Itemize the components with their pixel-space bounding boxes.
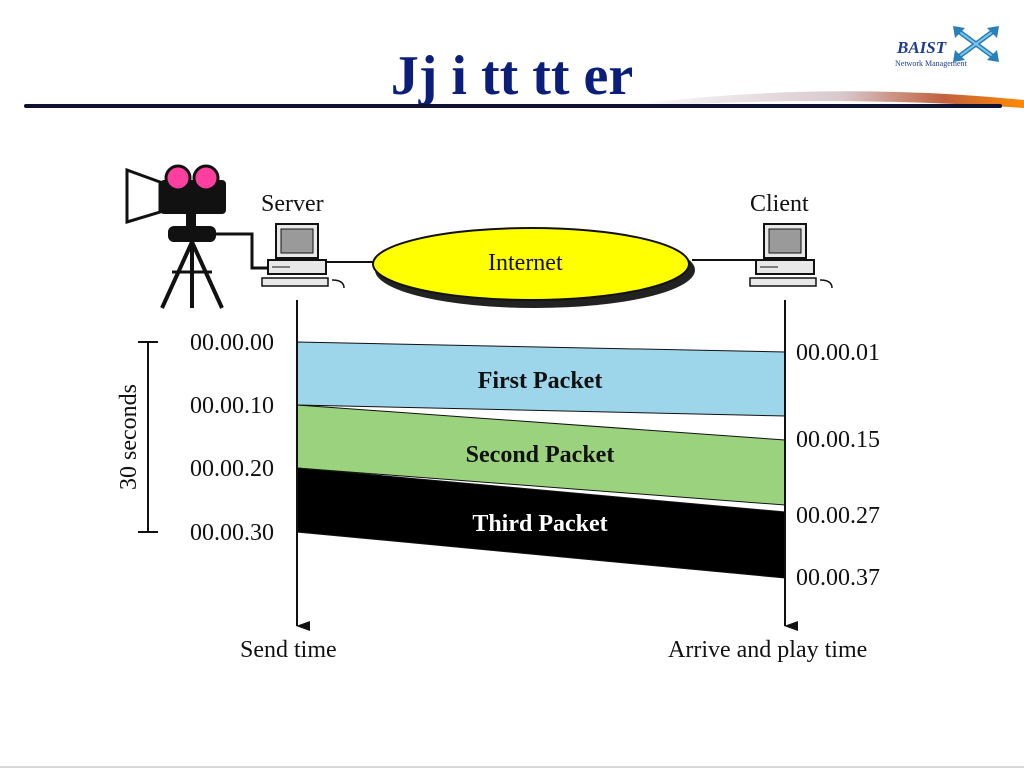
arrive-time-2: 00.00.27 xyxy=(796,503,880,529)
send-time-3: 00.00.30 xyxy=(190,520,274,546)
internet-label: Internet xyxy=(488,250,563,276)
server-computer-icon xyxy=(261,223,345,289)
duration-bracket xyxy=(138,341,158,533)
client-computer-icon xyxy=(749,223,833,289)
title-underline xyxy=(24,91,1024,108)
baist-logo: BAIST Network Management xyxy=(893,24,1003,74)
footer-rule xyxy=(0,766,1024,768)
server-label: Server xyxy=(261,191,324,217)
video-camera-icon xyxy=(125,164,268,309)
send-time-0: 00.00.00 xyxy=(190,330,274,356)
third-packet-label: Third Packet xyxy=(472,511,607,537)
arrive-time-1: 00.00.15 xyxy=(796,427,880,453)
arrive-time-3: 00.00.37 xyxy=(796,565,880,591)
arrive-time-axis-label: Arrive and play time xyxy=(668,637,868,663)
internet-cloud xyxy=(372,227,690,301)
first-packet-label: First Packet xyxy=(478,368,603,394)
arrive-time-0: 00.00.01 xyxy=(796,340,880,366)
send-time-axis-label: Send time xyxy=(240,637,337,663)
slide-title: Jj i tt tt er xyxy=(390,45,634,107)
logo-subtitle: Network Management xyxy=(895,59,967,68)
logo-word: BAIST xyxy=(897,38,947,57)
client-label: Client xyxy=(750,191,809,217)
send-time-2: 00.00.20 xyxy=(190,456,274,482)
second-packet-label: Second Packet xyxy=(466,442,615,468)
cross-arrows-icon xyxy=(953,26,999,62)
send-time-1: 00.00.10 xyxy=(190,393,274,419)
duration-label: 30 seconds xyxy=(116,384,142,490)
